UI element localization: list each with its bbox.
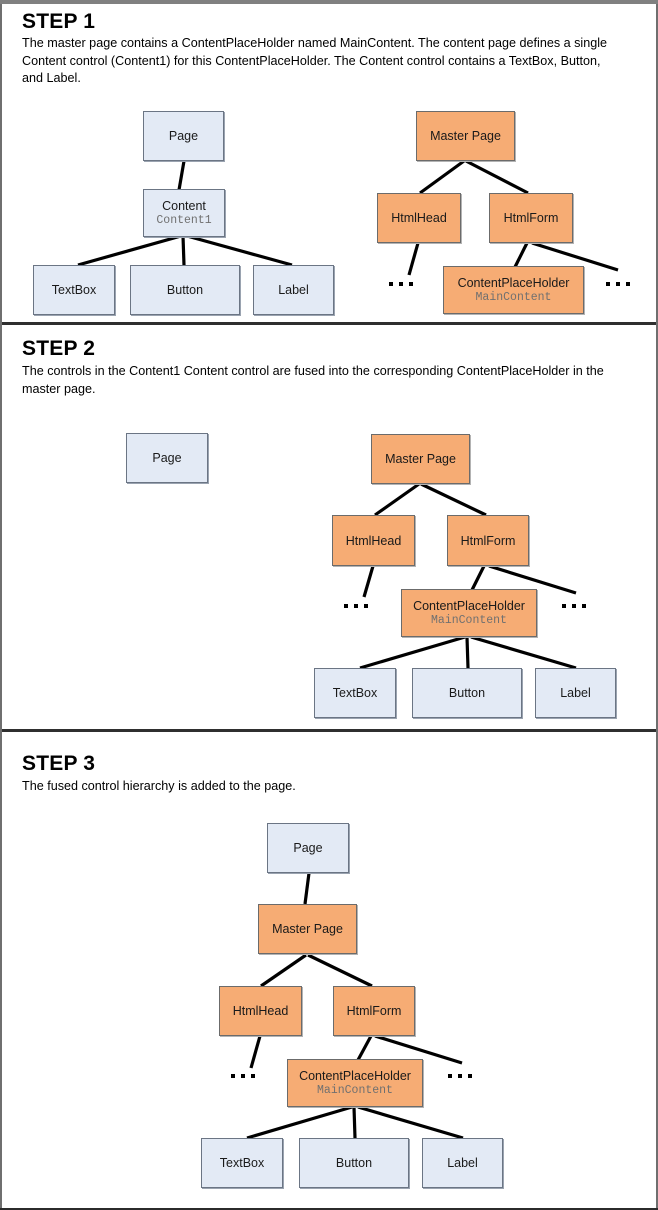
node-content-placeholder[interactable]: ContentPlaceHolder MainContent <box>287 1059 423 1107</box>
ellipsis-left-icon <box>231 1074 255 1078</box>
node-html-head-label: HtmlHead <box>345 533 402 548</box>
node-html-form[interactable]: HtmlForm <box>489 193 573 243</box>
node-label[interactable]: Label <box>422 1138 503 1188</box>
node-button[interactable]: Button <box>299 1138 409 1188</box>
node-content-placeholder-label: ContentPlaceHolder <box>413 599 525 613</box>
section-divider-2 <box>2 729 656 732</box>
node-textbox[interactable]: TextBox <box>33 265 115 315</box>
node-content-sublabel: Content1 <box>156 214 212 227</box>
step-1-description: The master page contains a ContentPlaceH… <box>22 36 608 85</box>
node-button[interactable]: Button <box>130 265 240 315</box>
node-content-placeholder-sublabel: MainContent <box>475 291 552 304</box>
step-3-title: STEP 3 <box>22 752 96 775</box>
ellipsis-right-icon <box>606 282 630 286</box>
node-html-form-label: HtmlForm <box>503 211 559 225</box>
step-3-description: The fused control hierarchy is added to … <box>22 779 296 793</box>
node-label-label: Label <box>278 283 309 297</box>
node-page[interactable]: Page <box>126 433 208 483</box>
frame-left-border <box>0 4 2 1210</box>
node-textbox-label: TextBox <box>332 686 378 700</box>
node-content-placeholder-label: ContentPlaceHolder <box>299 1069 411 1083</box>
node-html-head-label: HtmlHead <box>232 1004 289 1018</box>
node-content-label: Content <box>162 199 206 213</box>
node-content[interactable]: Content Content1 <box>143 189 225 237</box>
step-3-edges <box>246 872 464 1140</box>
node-content-placeholder-sublabel: MainContent <box>317 1084 393 1097</box>
node-textbox-label: TextBox <box>51 283 97 297</box>
node-button[interactable]: Button <box>412 668 522 718</box>
step-2-section: STEP 2 The controls in the Content1 Cont… <box>0 325 658 729</box>
node-textbox-label: TextBox <box>219 1156 265 1170</box>
step-1-title: STEP 1 <box>22 10 96 33</box>
node-html-form-label: HtmlForm <box>346 1004 402 1018</box>
node-html-head-label: HtmlHead <box>391 211 447 225</box>
node-content-placeholder[interactable]: ContentPlaceHolder MainContent <box>443 266 584 314</box>
node-content-placeholder[interactable]: ContentPlaceHolder MainContent <box>401 589 537 637</box>
frame-right-border <box>656 4 658 1210</box>
node-page-label: Page <box>168 129 199 143</box>
node-html-form[interactable]: HtmlForm <box>447 515 529 566</box>
frame-bottom-border <box>0 1208 658 1210</box>
node-textbox[interactable]: TextBox <box>314 668 396 718</box>
node-master-page[interactable]: Master Page <box>416 111 515 161</box>
node-html-form-label: HtmlForm <box>460 533 516 548</box>
node-html-head[interactable]: HtmlHead <box>377 193 461 243</box>
node-textbox[interactable]: TextBox <box>201 1138 283 1188</box>
node-page-label: Page <box>293 841 323 855</box>
frame-top-border <box>0 0 658 4</box>
node-master-page-label: Master Page <box>272 922 343 936</box>
node-html-head[interactable]: HtmlHead <box>219 986 302 1036</box>
ellipsis-left-icon <box>389 282 413 286</box>
node-button-label: Button <box>448 686 486 700</box>
node-page[interactable]: Page <box>143 111 224 161</box>
node-html-form[interactable]: HtmlForm <box>333 986 415 1036</box>
node-master-page-label: Master Page <box>385 452 456 466</box>
node-content-placeholder-label: ContentPlaceHolder <box>457 276 570 290</box>
node-content-placeholder-sublabel: MainContent <box>431 614 507 627</box>
step-2-title: STEP 2 <box>22 337 96 360</box>
node-master-page-label: Master Page <box>430 129 501 143</box>
node-button-label: Button <box>335 1156 373 1170</box>
ellipsis-right-icon <box>448 1074 472 1078</box>
step-2-description: The controls in the Content1 Content con… <box>22 364 604 396</box>
step-3-section: STEP 3 The fused control hierarchy is ad… <box>0 732 658 1208</box>
node-html-head[interactable]: HtmlHead <box>332 515 415 566</box>
node-label[interactable]: Label <box>535 668 616 718</box>
node-master-page[interactable]: Master Page <box>258 904 357 954</box>
step-1-section: STEP 1 The master page contains a Conten… <box>0 4 658 322</box>
section-divider-1 <box>2 322 656 325</box>
node-label[interactable]: Label <box>253 265 334 315</box>
ellipsis-left-icon <box>344 604 368 608</box>
node-button-label: Button <box>166 283 204 297</box>
node-page-label: Page <box>152 451 182 465</box>
ellipsis-right-icon <box>562 604 586 608</box>
node-label-label: Label <box>560 686 591 700</box>
node-label-label: Label <box>447 1156 478 1170</box>
node-master-page[interactable]: Master Page <box>371 434 470 484</box>
node-page[interactable]: Page <box>267 823 349 873</box>
